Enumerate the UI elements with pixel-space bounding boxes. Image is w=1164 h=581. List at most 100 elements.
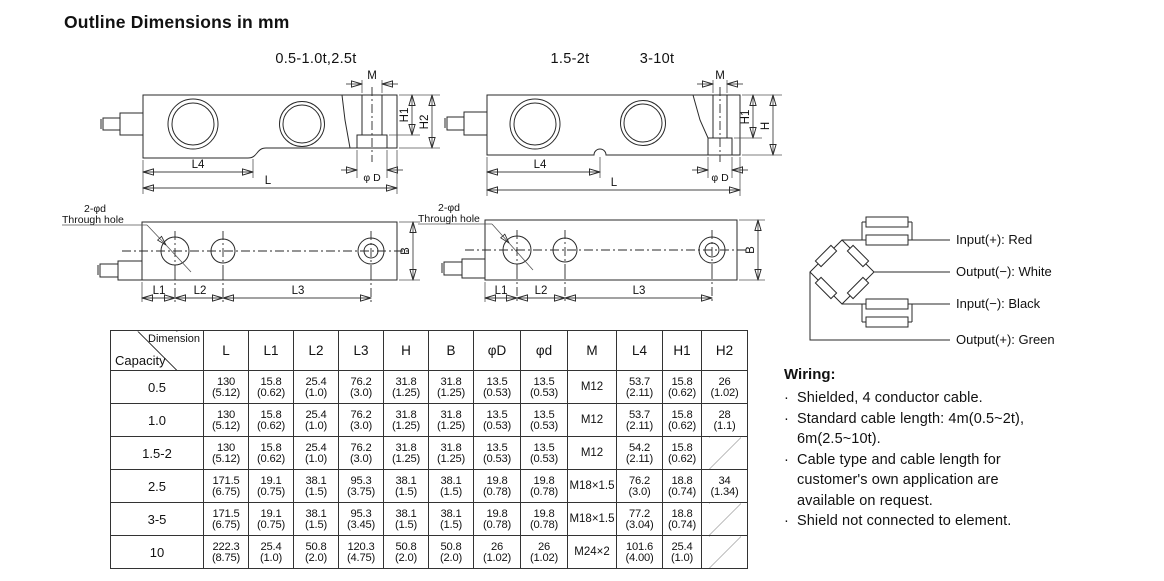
wire-label-input-neg: Input(−): Black <box>956 296 1041 311</box>
section-hatch-right <box>726 94 741 156</box>
value-cell: 38.1(1.5) <box>383 502 429 536</box>
value-cell: 54.2(2.11) <box>616 436 663 470</box>
value-cell: 25.4(1.0) <box>293 436 339 470</box>
cable-connector <box>117 260 143 281</box>
value-cell: 25.4(1.0) <box>248 535 294 569</box>
value-cell: 53.7(2.11) <box>616 403 663 437</box>
section-hatch-right <box>381 94 398 149</box>
value-cell: 31.8(1.25) <box>428 403 474 437</box>
value-cell: 31.8(1.25) <box>383 403 429 437</box>
value-cell: 13.5(0.53) <box>473 370 521 404</box>
dim-label-phi-d: φ D <box>711 172 729 184</box>
value-cell: 34(1.34) <box>701 469 748 503</box>
value-cell: 77.2(3.04) <box>616 502 663 536</box>
dim-label-l1: L1 <box>153 285 166 297</box>
value-cell: 19.8(0.78) <box>520 502 568 536</box>
value-cell: 19.1(0.75) <box>248 502 294 536</box>
capacity-cell: 1.0 <box>110 403 204 437</box>
dim-label-h: H <box>760 122 772 130</box>
column-header: L3 <box>338 330 384 371</box>
value-cell: 15.8(0.62) <box>662 436 702 470</box>
value-cell: 15.8(0.62) <box>248 403 294 437</box>
value-cell: 26(1.02) <box>701 370 748 404</box>
value-cell: 222.3(8.75) <box>203 535 249 569</box>
value-cell: M18×1.5 <box>567 469 617 503</box>
dim-label-m: M <box>367 70 377 82</box>
wiring-note-item: · Standard cable length: 4m(0.5~2t), 6m(2… <box>784 409 1162 450</box>
value-cell: 13.5(0.53) <box>520 436 568 470</box>
through-hole-callout-qty: 2-φd <box>438 202 460 214</box>
bullet-icon: · <box>784 451 789 468</box>
column-header: L <box>203 330 249 371</box>
caption-right-view-2: 3-10t <box>640 51 675 67</box>
bullet-icon: · <box>784 390 789 406</box>
value-cell: 15.8(0.62) <box>662 403 702 437</box>
dim-label-b: B <box>745 246 757 254</box>
column-header: L1 <box>248 330 294 371</box>
bore-hole <box>509 98 561 150</box>
value-cell: 101.6(4.00) <box>616 535 663 569</box>
section-hatch-left <box>341 94 363 149</box>
dim-label-h1: H1 <box>399 108 411 123</box>
empty-diagonal-cell <box>701 502 748 536</box>
dim-label-l: L <box>611 177 618 189</box>
strain-gauge <box>846 276 870 300</box>
through-hole-callout-text: Through hole <box>418 213 480 225</box>
cable-connector-tip <box>443 261 463 276</box>
value-cell: 13.5(0.53) <box>520 403 568 437</box>
strain-gauge <box>846 244 870 268</box>
value-cell: M18×1.5 <box>567 502 617 536</box>
cable-connector-tip <box>446 116 465 131</box>
value-cell: 171.5(6.75) <box>203 469 249 503</box>
value-cell: 19.1(0.75) <box>248 469 294 503</box>
wiring-notes-list: ·Shielded, 4 conductor cable.·Standard c… <box>784 388 1162 532</box>
value-cell: 120.3(4.75) <box>338 535 384 569</box>
corner-label-capacity: Capacity <box>115 353 166 368</box>
bullet-icon: · <box>784 410 789 427</box>
value-cell: 76.2(3.0) <box>338 436 384 470</box>
through-hole-callout-text: Through hole <box>62 214 124 226</box>
page-title: Outline Dimensions in mm <box>64 12 290 32</box>
cable-connector <box>461 258 486 279</box>
value-cell: 19.8(0.78) <box>520 469 568 503</box>
bore-hole <box>620 100 666 146</box>
cable-connector <box>119 112 144 136</box>
dim-label-l3: L3 <box>633 285 646 297</box>
top-view-left: 2-φd Through hole B L1 L2 L3 <box>62 203 420 302</box>
value-cell: 15.8(0.62) <box>248 370 294 404</box>
dim-label-l2: L2 <box>194 285 207 297</box>
wire-label-output-pos: Output(+): Green <box>956 332 1055 347</box>
value-cell: 31.8(1.25) <box>428 436 474 470</box>
capacity-cell: 2.5 <box>110 469 204 503</box>
value-cell: 76.2(3.0) <box>616 469 663 503</box>
wiring-note-item: ·Shield not connected to element. <box>784 511 1162 532</box>
value-cell: M12 <box>567 436 617 470</box>
wiring-note-text: Standard cable length: 4m(0.5~2t), 6m(2.… <box>797 410 1025 448</box>
cable-connector-tip <box>99 263 119 278</box>
dim-label-l2: L2 <box>535 285 548 297</box>
column-header: L4 <box>616 330 663 371</box>
body-outline <box>486 94 741 156</box>
value-cell: 171.5(6.75) <box>203 502 249 536</box>
value-cell: 31.8(1.25) <box>383 370 429 404</box>
compensation-resistor <box>865 298 909 310</box>
value-cell: 38.1(1.5) <box>293 469 339 503</box>
dim-label-m: M <box>715 70 725 82</box>
column-header: B <box>428 330 474 371</box>
dim-label-l1: L1 <box>495 285 508 297</box>
value-cell: M12 <box>567 403 617 437</box>
value-cell: 130(5.12) <box>203 436 249 470</box>
dim-label-b: B <box>400 247 412 255</box>
value-cell: 18.8(0.74) <box>662 502 702 536</box>
value-cell: 26(1.02) <box>520 535 568 569</box>
value-cell: 95.3(3.75) <box>338 469 384 503</box>
value-cell: 28(1.1) <box>701 403 748 437</box>
